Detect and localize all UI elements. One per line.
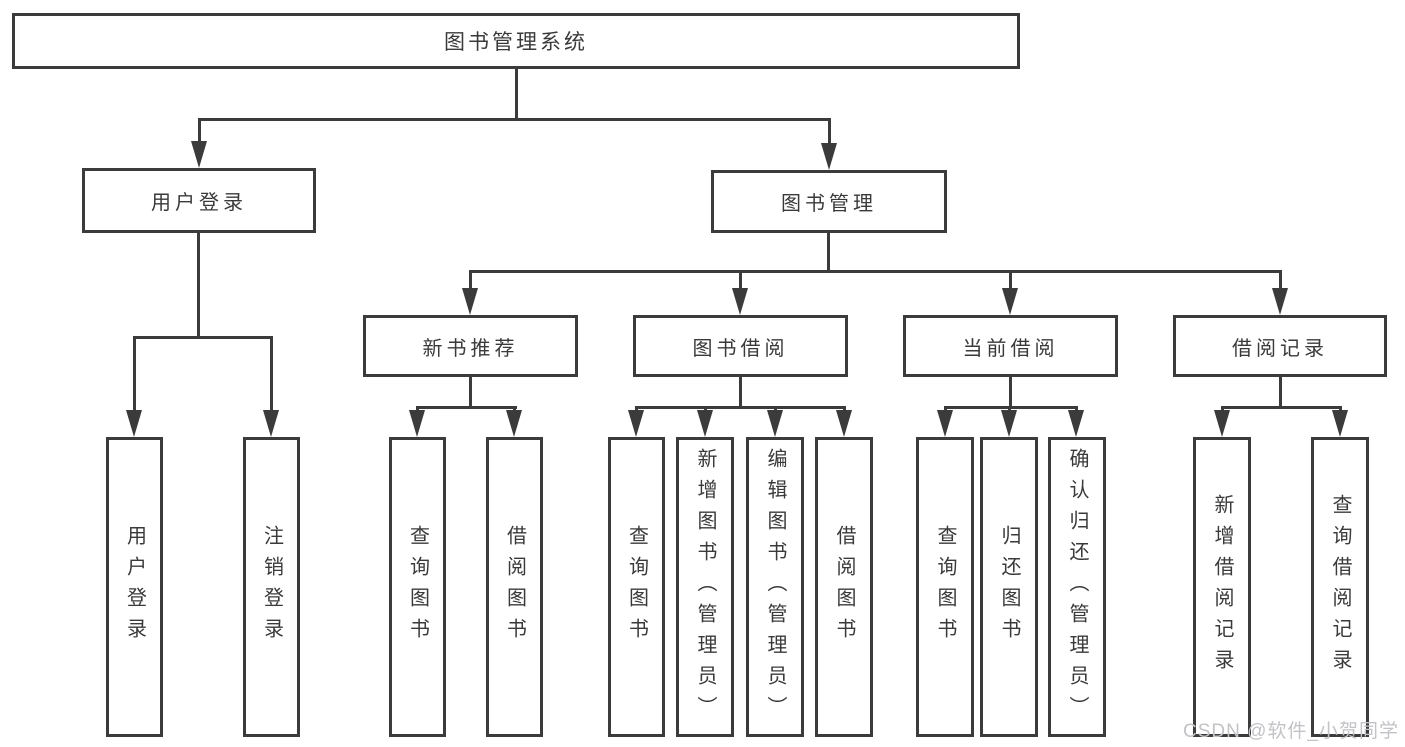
- arrowhead-down-icon: [1332, 410, 1348, 437]
- arrowhead-down-icon: [628, 410, 644, 437]
- arrowhead-down-icon: [732, 288, 748, 315]
- leaf-borrowing-add-books: 新增图书（管理员）: [676, 437, 734, 737]
- leaf-user-login: 用户登录: [106, 437, 163, 737]
- leaf-logout: 注销登录: [243, 437, 300, 737]
- leaf-current-query-books: 查询图书: [916, 437, 974, 737]
- arrowhead-down-icon: [1002, 288, 1018, 315]
- arrowhead-down-icon: [263, 410, 279, 437]
- node-new-book-recommend: 新书推荐: [363, 315, 578, 377]
- connector-line: [133, 336, 136, 412]
- connector-line: [944, 406, 1078, 409]
- leaf-current-confirm-return: 确认归还（管理员）: [1048, 437, 1106, 737]
- connector-line: [198, 118, 201, 144]
- arrowhead-down-icon: [462, 288, 478, 315]
- watermark: CSDN @软件_小贺同学: [1183, 721, 1399, 742]
- connector-line: [416, 406, 517, 409]
- connector-line: [827, 233, 830, 270]
- connector-line: [1009, 377, 1012, 406]
- leaf-borrowing-query-books: 查询图书: [608, 437, 665, 737]
- node-library-system: 图书管理系统: [12, 13, 1020, 69]
- arrowhead-down-icon: [697, 410, 713, 437]
- connector-line: [739, 270, 742, 290]
- leaf-records-query-record: 查询借阅记录: [1311, 437, 1369, 737]
- arrowhead-down-icon: [767, 410, 783, 437]
- arrowhead-down-icon: [409, 410, 425, 437]
- arrowhead-down-icon: [1214, 410, 1230, 437]
- arrowhead-down-icon: [126, 410, 142, 437]
- connector-line: [1279, 377, 1282, 406]
- leaf-borrowing-edit-books: 编辑图书（管理员）: [746, 437, 804, 737]
- connector-line: [635, 406, 846, 409]
- connector-line: [739, 377, 742, 406]
- connector-line: [270, 336, 273, 412]
- arrowhead-down-icon: [836, 410, 852, 437]
- leaf-records-add-record: 新增借阅记录: [1193, 437, 1251, 737]
- arrowhead-down-icon: [821, 143, 837, 170]
- connector-line: [198, 118, 831, 121]
- connector-line: [133, 336, 273, 339]
- arrowhead-down-icon: [937, 410, 953, 437]
- leaf-recommend-query-books: 查询图书: [389, 437, 446, 737]
- leaf-borrowing-borrow-books: 借阅图书: [815, 437, 873, 737]
- node-current-borrowing: 当前借阅: [903, 315, 1118, 377]
- node-book-management: 图书管理: [711, 170, 947, 233]
- connector-line: [1221, 406, 1342, 409]
- connector-line: [197, 233, 200, 336]
- node-book-borrowing: 图书借阅: [633, 315, 848, 377]
- arrowhead-down-icon: [1272, 288, 1288, 315]
- arrowhead-down-icon: [1068, 410, 1084, 437]
- connector-line: [469, 270, 472, 290]
- connector-line: [1009, 270, 1012, 290]
- connector-line: [1279, 270, 1282, 290]
- arrowhead-down-icon: [191, 141, 207, 168]
- node-borrowing-records: 借阅记录: [1173, 315, 1387, 377]
- leaf-recommend-borrow-books: 借阅图书: [486, 437, 543, 737]
- connector-line: [469, 270, 1281, 273]
- leaf-current-return-books: 归还图书: [980, 437, 1038, 737]
- node-user-login: 用户登录: [82, 168, 316, 233]
- connector-line: [515, 69, 518, 118]
- arrowhead-down-icon: [506, 410, 522, 437]
- connector-line: [469, 377, 472, 406]
- connector-line: [828, 118, 831, 146]
- arrowhead-down-icon: [1001, 410, 1017, 437]
